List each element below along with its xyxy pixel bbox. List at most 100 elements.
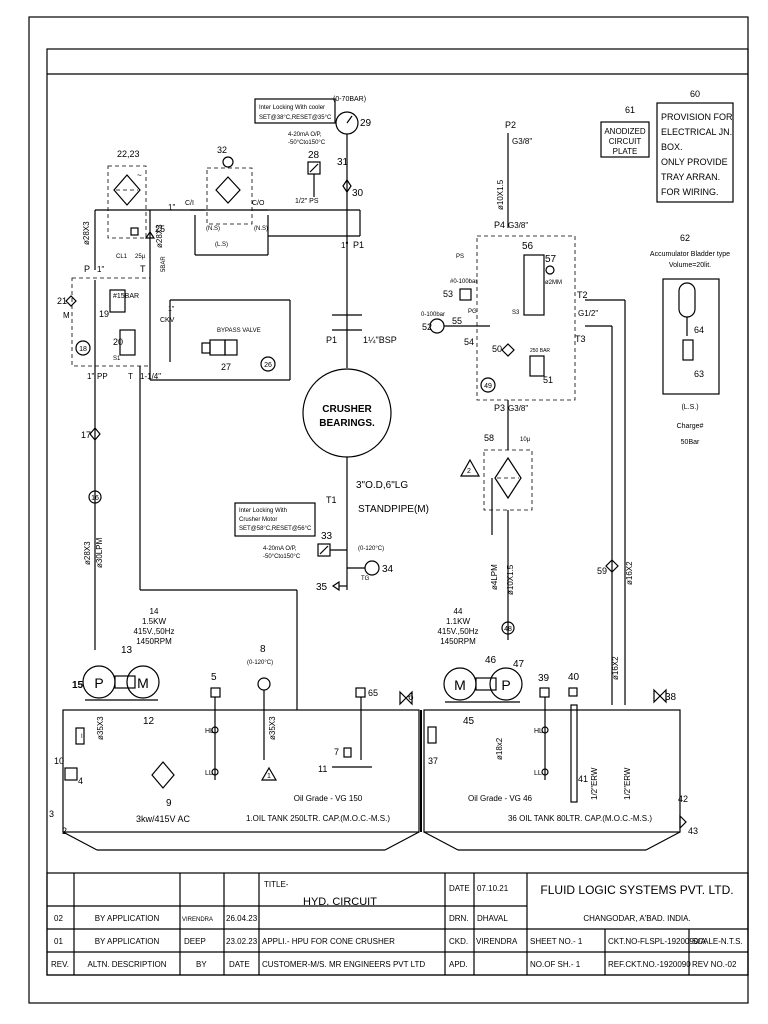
svg-text:M: M xyxy=(454,677,466,693)
anodized-plate-61: 61 ANODIZED CIRCUIT PLATE xyxy=(600,105,650,158)
right-supply-lines: P2 G3/8" ø10X1.5 P4 G3/8" P3 G3/8" T2 G1… xyxy=(494,120,626,705)
svg-text:25µ: 25µ xyxy=(135,254,146,260)
svg-text:#0-100bar: #0-100bar xyxy=(450,279,477,285)
svg-text:HL: HL xyxy=(205,728,214,735)
svg-text:SET@58°C,RESET@56°C: SET@58°C,RESET@56°C xyxy=(239,526,312,532)
svg-text:DHAVAL: DHAVAL xyxy=(477,914,508,923)
air-breather-6: 6 xyxy=(399,690,414,706)
bypass-valve-27: BYPASS VALVE 27 26 1" CKV xyxy=(150,299,291,381)
motor-interlock-note: Inter Locking With Crusher Motor SET@58°… xyxy=(234,502,316,560)
svg-text:50Bar: 50Bar xyxy=(681,439,700,446)
svg-text:Inter Locking With cooler: Inter Locking With cooler xyxy=(259,105,325,111)
svg-text:ANODIZED: ANODIZED xyxy=(604,127,646,136)
svg-text:CKT.NO-FLSPL-1920090/A: CKT.NO-FLSPL-1920090/A xyxy=(608,937,706,946)
temp-gauge-34: 34 TG xyxy=(347,560,394,582)
svg-text:M: M xyxy=(63,311,70,320)
svg-text:4: 4 xyxy=(78,776,83,786)
svg-text:16: 16 xyxy=(91,495,99,502)
svg-text:4-20mA O/P,: 4-20mA O/P, xyxy=(263,546,297,552)
svg-text:2: 2 xyxy=(467,468,471,475)
svg-text:-50°Cto150°C: -50°Cto150°C xyxy=(288,140,326,146)
check-valve-17: 17 16 ø28X3 ø30LPM xyxy=(81,427,104,568)
svg-text:32: 32 xyxy=(217,145,227,155)
svg-text:25: 25 xyxy=(155,224,165,234)
svg-text:G3/8": G3/8" xyxy=(508,221,528,230)
svg-text:40: 40 xyxy=(568,672,580,683)
svg-text:1450RPM: 1450RPM xyxy=(440,637,476,646)
svg-text:PS: PS xyxy=(456,254,464,260)
svg-text:REF.CKT.NO.-1920090: REF.CKT.NO.-1920090 xyxy=(608,960,691,969)
cooler-32: 32 (N.S) (L.S) (N.S) C/I C/O xyxy=(185,145,269,256)
svg-text:-50°Cto150°C: -50°Cto150°C xyxy=(263,554,301,560)
svg-text:PG: PG xyxy=(468,309,477,315)
svg-text:48: 48 xyxy=(504,626,512,633)
svg-text:CRUSHER: CRUSHER xyxy=(322,404,372,415)
svg-text:LL: LL xyxy=(534,770,542,777)
svg-text:28: 28 xyxy=(308,150,320,161)
svg-text:(L.S): (L.S) xyxy=(215,242,228,248)
svg-text:ALTN. DESCRIPTION: ALTN. DESCRIPTION xyxy=(88,960,167,969)
svg-text:26: 26 xyxy=(264,362,272,369)
svg-text:BY APPLICATION: BY APPLICATION xyxy=(95,914,160,923)
svg-text:10µ: 10µ xyxy=(520,437,531,443)
drain-valve-35: 35 xyxy=(316,580,347,593)
svg-text:50: 50 xyxy=(492,344,502,354)
svg-text:35: 35 xyxy=(316,582,328,593)
svg-text:M: M xyxy=(137,675,149,691)
svg-text:Inter Locking With: Inter Locking With xyxy=(239,508,287,514)
svg-text:APPLI.- HPU FOR CONE CRUSHER: APPLI.- HPU FOR CONE CRUSHER xyxy=(262,937,395,946)
svg-text:1": 1" xyxy=(341,241,348,250)
svg-text:02: 02 xyxy=(54,914,63,923)
left-return-lines: ø28X3 P 1" T ø28X3 25 5BAR 1" xyxy=(82,203,175,380)
svg-text:1": 1" xyxy=(168,203,175,212)
svg-text:49: 49 xyxy=(484,383,492,390)
svg-text:53: 53 xyxy=(443,289,453,299)
temp-switch-33: 33 xyxy=(317,531,347,557)
svg-text:SCALE-N.T.S.: SCALE-N.T.S. xyxy=(692,937,743,946)
svg-text:DATE: DATE xyxy=(449,884,470,893)
svg-text:SHEET NO.- 1: SHEET NO.- 1 xyxy=(530,937,583,946)
svg-text:19: 19 xyxy=(99,309,109,319)
breather-38: 38 1/2"ERW 1/2"ERW xyxy=(590,688,677,800)
svg-text:45: 45 xyxy=(463,716,475,727)
svg-text:ø18x2: ø18x2 xyxy=(495,737,504,760)
svg-text:I: I xyxy=(81,734,83,740)
svg-text:TITLE-: TITLE- xyxy=(264,880,289,889)
svg-text:ø28X3: ø28X3 xyxy=(83,541,92,565)
svg-text:58: 58 xyxy=(484,433,494,443)
motor-pump-unit-right: 44 1.1KW 415V.,50Hz 1450RPM 46 47 M P 45… xyxy=(437,607,524,760)
svg-text:Oil Grade - VG 46: Oil Grade - VG 46 xyxy=(468,794,533,803)
svg-text:13: 13 xyxy=(121,645,133,656)
svg-text:#15BAR: #15BAR xyxy=(113,293,139,300)
svg-text:S3: S3 xyxy=(512,310,520,316)
svg-text:ø10X1.5: ø10X1.5 xyxy=(496,179,505,210)
svg-text:BOX.: BOX. xyxy=(661,142,683,152)
provision-note-60: 60 PROVISION FOR ELECTRICAL JN. BOX. ONL… xyxy=(656,89,734,203)
svg-text:LL: LL xyxy=(205,770,213,777)
filter-58: 58 10µ 2 ø4LPM ø10X1.5 48 xyxy=(459,433,533,640)
svg-text:BY APPLICATION: BY APPLICATION xyxy=(95,937,160,946)
svg-text:(N.S): (N.S) xyxy=(206,226,220,232)
svg-text:2: 2 xyxy=(62,826,67,836)
svg-text:5BAR: 5BAR xyxy=(161,256,167,272)
svg-text:7: 7 xyxy=(334,747,339,757)
svg-text:1/2"ERW: 1/2"ERW xyxy=(590,767,599,800)
svg-text:39: 39 xyxy=(538,673,550,684)
svg-text:TRAY ARRAN.: TRAY ARRAN. xyxy=(661,172,720,182)
svg-text:41: 41 xyxy=(578,774,588,784)
svg-text:BEARINGS.: BEARINGS. xyxy=(319,418,375,429)
svg-text:VIRENDRA: VIRENDRA xyxy=(476,937,518,946)
oil-tank-right: 37 Oil Grade - VG 46 36 OIL TANK 80LTR. … xyxy=(423,709,698,851)
svg-text:42: 42 xyxy=(678,794,688,804)
svg-text:(L.S.): (L.S.) xyxy=(681,404,698,411)
svg-text:TG: TG xyxy=(361,576,370,582)
svg-text:ELECTRICAL JN.: ELECTRICAL JN. xyxy=(661,127,732,137)
svg-text:1450RPM: 1450RPM xyxy=(136,637,172,646)
svg-text:NO.OF SH.- 1: NO.OF SH.- 1 xyxy=(530,960,581,969)
svg-text:9: 9 xyxy=(166,798,172,809)
svg-text:18: 18 xyxy=(79,346,87,353)
svg-text:20: 20 xyxy=(113,337,123,347)
svg-text:36 OIL TANK 80LTR. CAP.(M.O.C.: 36 OIL TANK 80LTR. CAP.(M.O.C.-M.S.) xyxy=(508,814,652,823)
svg-text:1: 1 xyxy=(267,773,271,780)
svg-text:30: 30 xyxy=(352,188,364,199)
